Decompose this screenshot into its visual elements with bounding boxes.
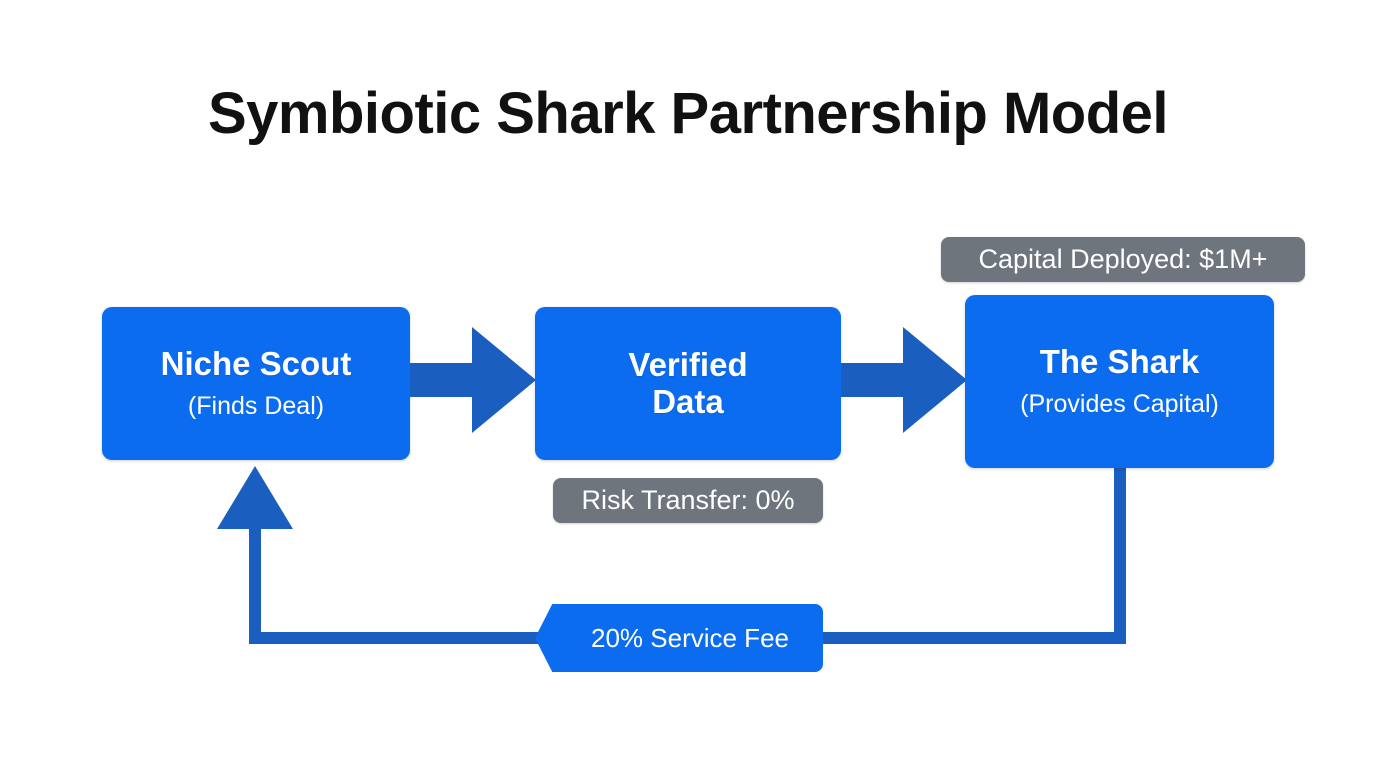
feedback-loop-arrowhead-icon (217, 466, 293, 529)
badge-capital-deployed: Capital Deployed: $1M+ (941, 237, 1305, 282)
node-verified-data[interactable]: Verified Data (535, 307, 841, 460)
flow-arrow-data-to-shark (841, 327, 967, 433)
node-the-shark[interactable]: The Shark (Provides Capital) (965, 295, 1274, 468)
node-the-shark-title: The Shark (1039, 343, 1200, 381)
flow-arrow-scout-to-data (410, 327, 536, 433)
banner-service-fee: 20% Service Fee (535, 604, 823, 672)
node-niche-scout[interactable]: Niche Scout (Finds Deal) (102, 307, 410, 460)
badge-risk-transfer: Risk Transfer: 0% (553, 478, 823, 523)
node-niche-scout-subtitle: (Finds Deal) (187, 391, 325, 420)
node-niche-scout-title: Niche Scout (160, 345, 352, 383)
node-verified-data-title: Verified Data (628, 345, 748, 420)
node-the-shark-subtitle: (Provides Capital) (1020, 389, 1219, 418)
page-title: Symbiotic Shark Partnership Model (207, 81, 1169, 146)
